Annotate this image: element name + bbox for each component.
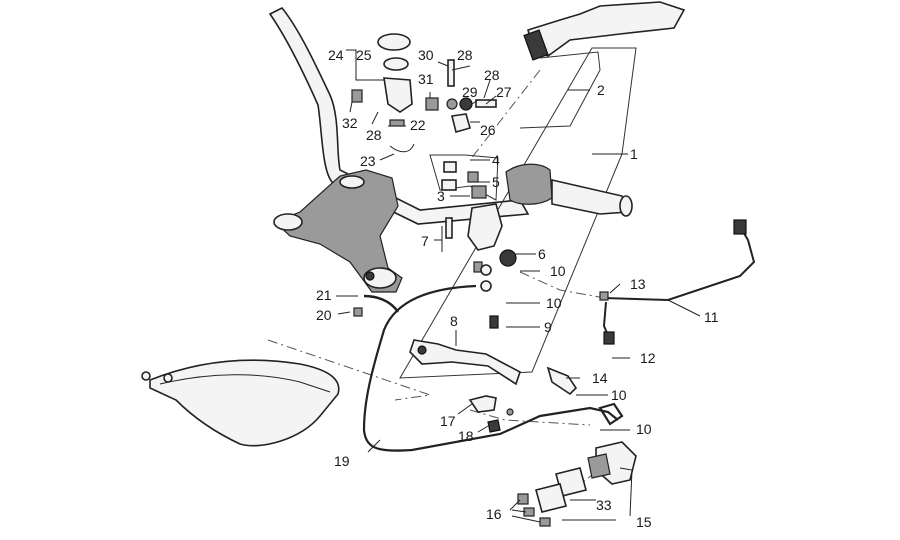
callout-6: 6 [538,246,546,262]
triple-clamp [273,169,403,293]
callout-30: 30 [418,47,434,63]
master-cylinder [441,161,517,329]
master-cylinder-frame [399,47,637,379]
callout-10c: 10 [611,387,627,403]
callout-10d: 10 [636,421,652,437]
callout-28c: 28 [366,127,382,143]
callout-8: 8 [450,313,458,329]
callout-11: 11 [704,309,719,325]
leader-lines [336,49,701,523]
callout-1: 1 [630,146,638,162]
callout-32: 32 [342,115,358,131]
callout-26: 26 [480,122,496,138]
callout-25: 25 [356,47,372,63]
callout-23: 23 [360,153,376,169]
callout-14: 14 [592,370,608,386]
callout-16: 16 [486,506,502,522]
callout-20: 20 [316,307,332,323]
callout-22: 22 [410,117,426,133]
callout-28b: 28 [484,67,500,83]
callout-13: 13 [630,276,646,292]
callouts: 1 2 3 4 5 6 7 8 9 10 10 10 10 10 11 12 1… [316,47,719,530]
callout-27: 27 [496,84,512,100]
hose-fittings [468,366,578,433]
callout-17: 17 [440,413,456,429]
callout-18: 18 [458,428,474,444]
callout-10a: 10 [550,263,566,279]
callout-19: 19 [334,453,350,469]
wire-21 [353,294,400,317]
callout-5: 5 [492,174,500,190]
callout-15: 15 [636,514,652,530]
cable-11 [599,219,756,345]
callout-31: 31 [418,71,434,87]
brake-hose [362,284,624,452]
callout-10b: 10 [546,295,562,311]
callout-33: 33 [596,497,612,513]
callout-21: 21 [316,287,332,303]
callout-12: 12 [640,350,656,366]
callout-7: 7 [421,233,429,249]
callout-9: 9 [544,319,552,335]
callout-24: 24 [328,47,344,63]
rear-master-cylinder [517,441,637,527]
callout-28a: 28 [457,47,473,63]
callout-3: 3 [437,188,445,204]
brake-lever [409,339,521,386]
callout-4: 4 [492,152,500,168]
callout-2: 2 [597,82,605,98]
handguard [141,359,340,447]
reservoir-parts [351,33,497,153]
callout-29: 29 [462,84,478,100]
assembly-dash-lines [267,69,606,501]
right-grip [505,163,633,217]
